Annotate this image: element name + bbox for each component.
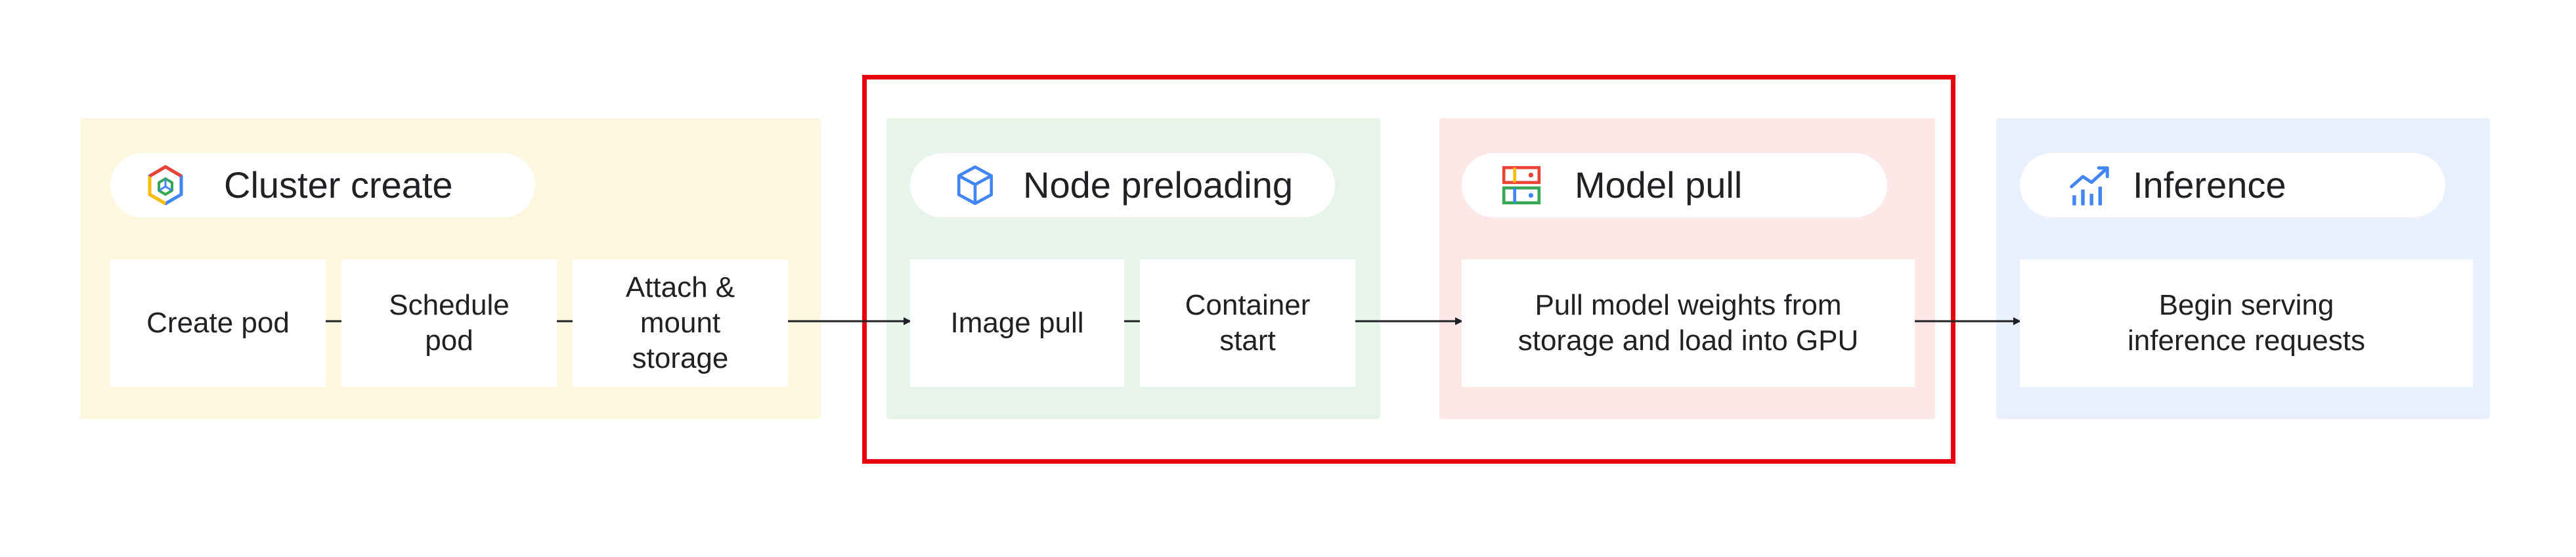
stage-title: Cluster create — [224, 164, 453, 206]
stage-title-pill-node-preloading: Node preloading — [910, 153, 1335, 217]
step-create-pod: Create pod — [110, 259, 326, 387]
cube-icon — [957, 165, 993, 206]
stage-title: Inference — [2133, 164, 2286, 206]
trending-chart-icon — [2070, 166, 2109, 206]
storage-icon — [1502, 166, 1541, 205]
gke-hexagon-icon — [148, 165, 183, 206]
highlight-frame — [862, 75, 1955, 464]
stage-title: Model pull — [1575, 164, 1743, 206]
step-container-start: Container start — [1140, 259, 1355, 387]
stage-title: Node preloading — [1023, 164, 1293, 206]
step-begin-serving-inference: Begin serving inference requests — [2020, 259, 2473, 387]
step-attach-mount-storage: Attach & mount storage — [573, 259, 788, 387]
step-image-pull: Image pull — [910, 259, 1124, 387]
stage-title-pill-inference: Inference — [2020, 153, 2445, 217]
step-pull-model-weights: Pull model weights from storage and load… — [1462, 259, 1915, 387]
step-schedule-pod: Schedule pod — [341, 259, 557, 387]
stage-title-pill-cluster-create: Cluster create — [110, 153, 535, 217]
stage-title-pill-model-pull: Model pull — [1462, 153, 1887, 217]
